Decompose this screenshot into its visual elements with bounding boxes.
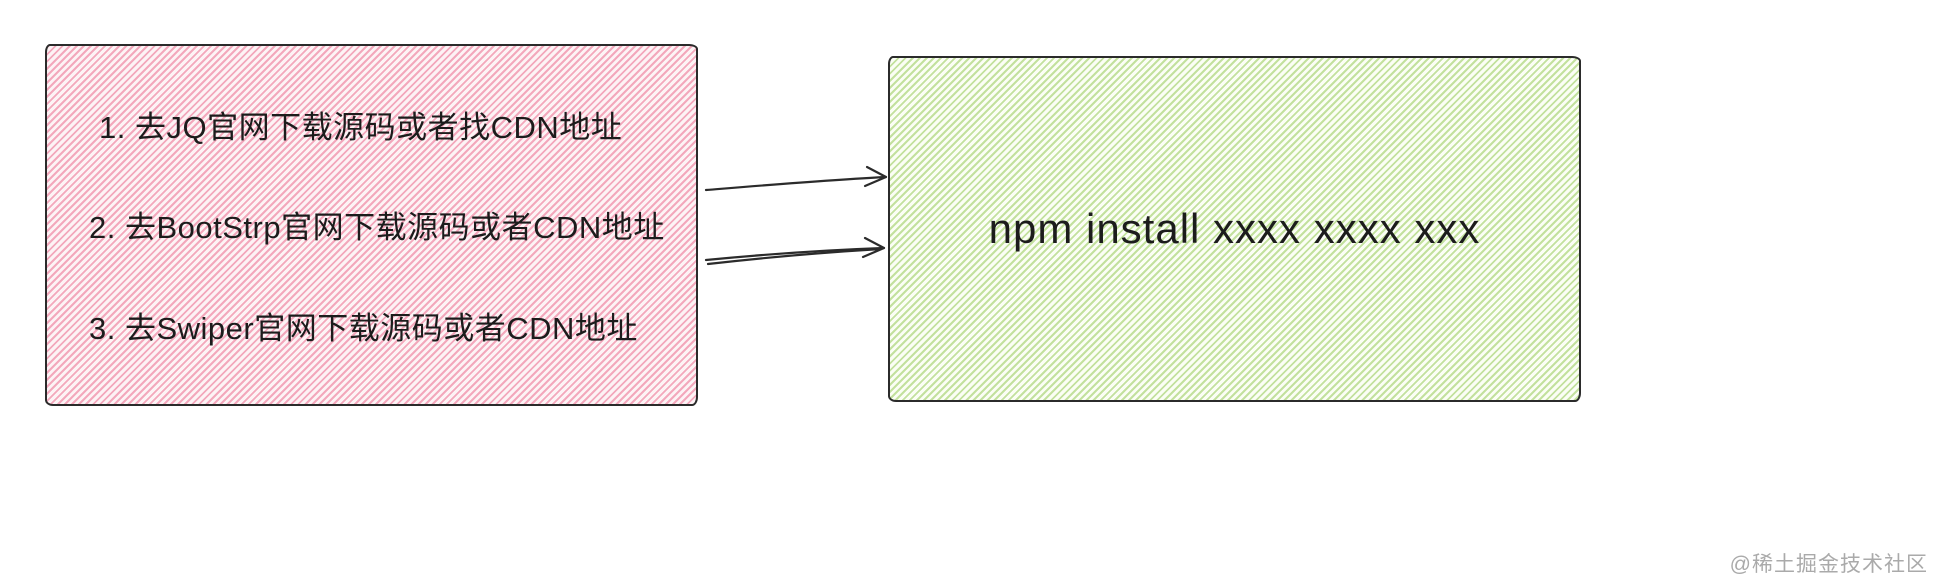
manual-download-box: 1. 去JQ官网下载源码或者找CDN地址 2. 去BootStrp官网下载源码或…	[45, 44, 698, 406]
npm-install-label: npm install xxxx xxxx xxx	[988, 205, 1481, 252]
arrow-right-icon	[704, 165, 888, 192]
list-item-swiper: 3. 去Swiper官网下载源码或者CDN地址	[89, 311, 638, 347]
watermark: @稀土掘金技术社区	[1729, 553, 1928, 576]
arrows-group	[704, 165, 888, 266]
list-item-jq: 1. 去JQ官网下载源码或者找CDN地址	[99, 109, 623, 145]
npm-install-box: npm install xxxx xxxx xxx	[888, 56, 1581, 402]
list-item-bootstrap: 2. 去BootStrp官网下载源码或者CDN地址	[89, 210, 665, 246]
arrow-right-icon	[704, 236, 886, 266]
